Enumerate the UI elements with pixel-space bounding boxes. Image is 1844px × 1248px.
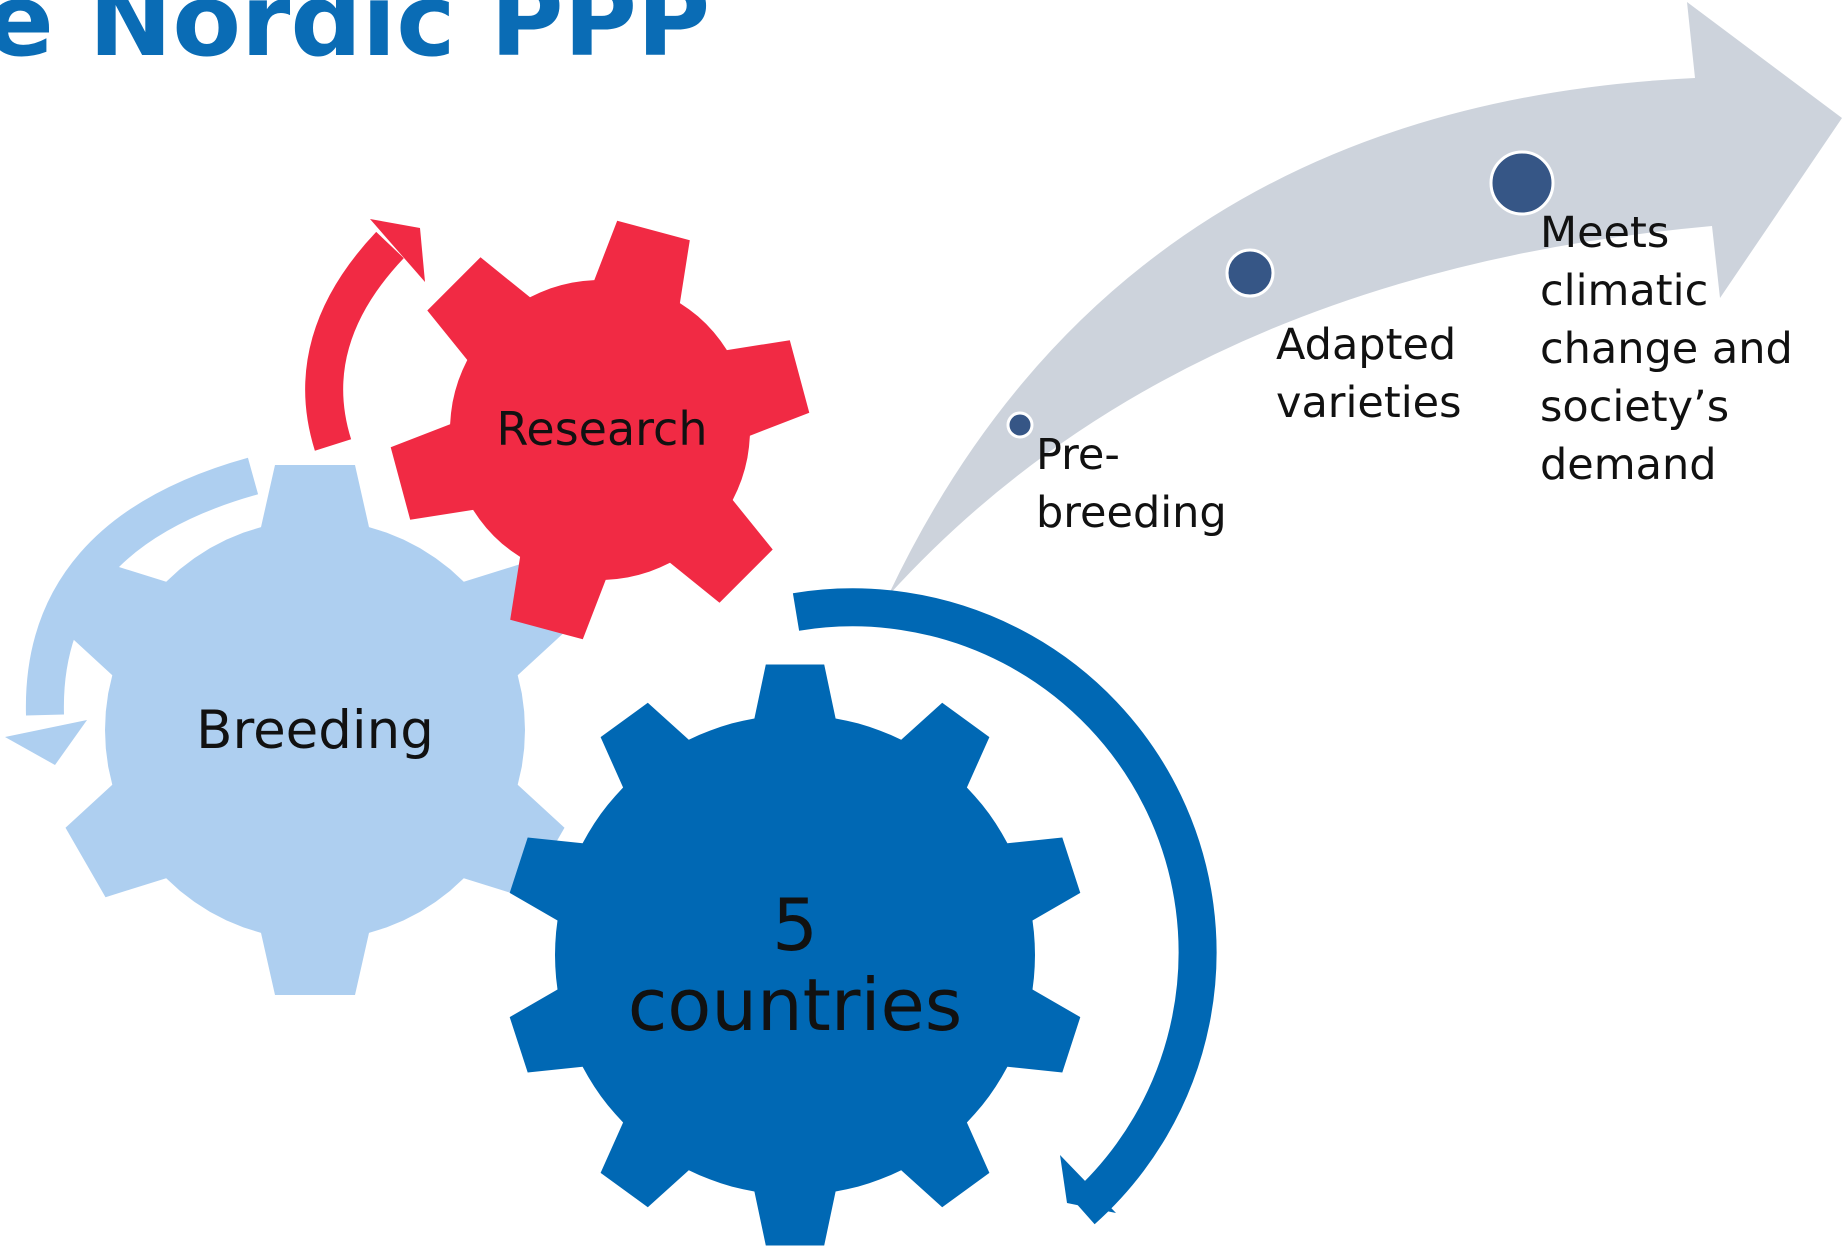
milestone-label-adapted-varieties: Adapted varieties bbox=[1276, 316, 1462, 432]
milestone-label-line: Adapted bbox=[1276, 320, 1457, 370]
breeding-cycle-arrow bbox=[25, 457, 259, 716]
milestone-marker-climate-demand bbox=[1489, 150, 1555, 216]
countries-cycle-arrowhead bbox=[1060, 1155, 1116, 1213]
breeding-gear bbox=[65, 465, 565, 995]
countries-gear-shape bbox=[509, 664, 1081, 1246]
breeding-gear-label: Breeding bbox=[196, 700, 434, 761]
milestone-label-climate-demand: Meets climatic change and society’s dema… bbox=[1540, 204, 1793, 494]
research-gear-label: Research bbox=[497, 402, 708, 456]
milestone-label-line: breeding bbox=[1036, 488, 1227, 538]
milestone-label-line: varieties bbox=[1276, 378, 1462, 428]
progress-arrow bbox=[888, 2, 1842, 596]
countries-cycle-arrow bbox=[792, 588, 1217, 1225]
milestone-label-line: Pre- bbox=[1036, 430, 1120, 480]
research-gear-shape bbox=[390, 220, 810, 640]
research-cycle-arrowhead bbox=[370, 219, 425, 282]
milestone-label-line: Meets bbox=[1540, 208, 1670, 258]
countries-gear-label-line1: 5 bbox=[772, 883, 818, 967]
breeding-gear-shape bbox=[65, 465, 565, 995]
milestone-label-line: demand bbox=[1540, 440, 1717, 490]
milestone-label-prebreeding: Pre- breeding bbox=[1036, 426, 1227, 542]
slide-title: e Nordic PPP bbox=[0, 0, 711, 79]
milestone-label-line: change and bbox=[1540, 324, 1793, 374]
milestone-marker-prebreeding bbox=[1006, 411, 1034, 439]
milestone-marker-adapted-varieties bbox=[1225, 248, 1275, 298]
countries-gear-label-line2: countries bbox=[628, 963, 963, 1047]
breeding-cycle-arrowhead bbox=[5, 720, 87, 765]
research-cycle-arrow bbox=[305, 231, 404, 451]
research-gear bbox=[390, 220, 810, 640]
milestone-label-line: climatic bbox=[1540, 266, 1709, 316]
milestone-label-line: society’s bbox=[1540, 382, 1730, 432]
countries-gear bbox=[509, 664, 1081, 1246]
